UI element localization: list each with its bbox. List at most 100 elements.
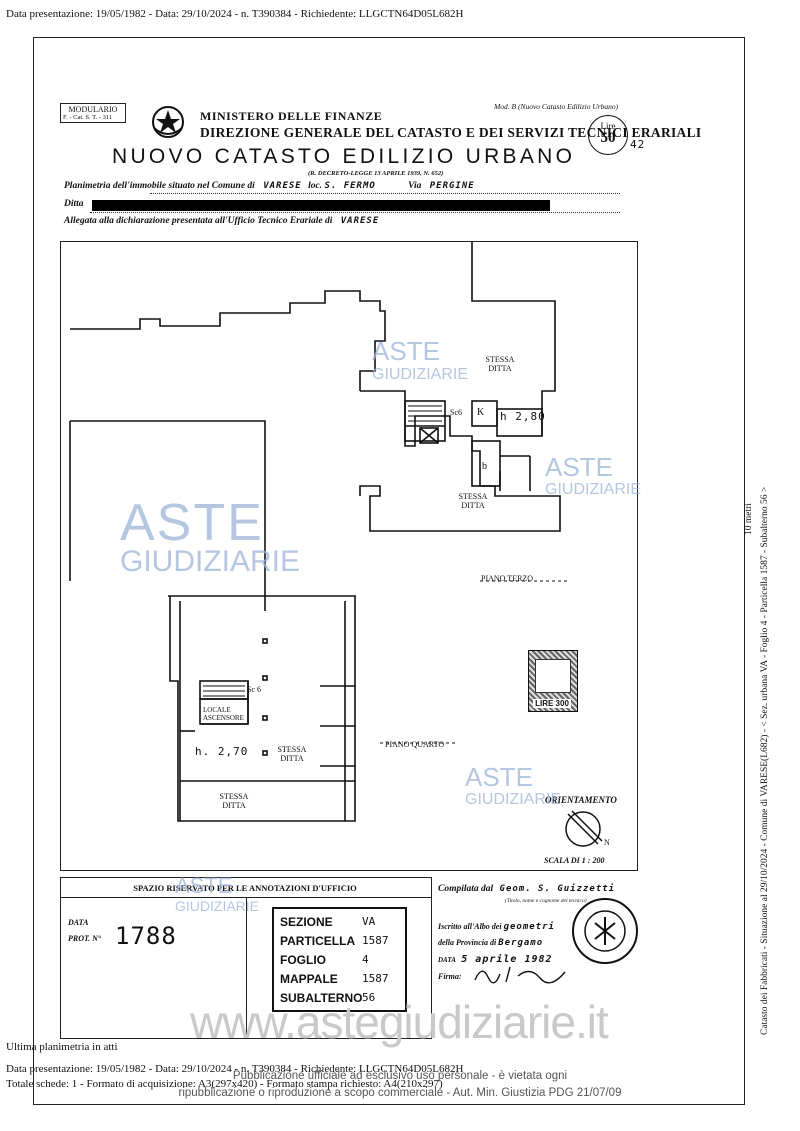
label-sc-6-lower: Sc 6 bbox=[247, 685, 261, 694]
footer-notice-2: ripubblicazione o riproduzione a scopo c… bbox=[178, 1087, 622, 1099]
document-sheet bbox=[33, 37, 745, 1105]
watermark-giudiziarie-3: GIUDIZIARIE bbox=[545, 481, 642, 498]
document-title: NUOVO CATASTO EDILIZIO URBANO bbox=[112, 145, 576, 168]
lire-300-stamp: LIRE 300 bbox=[528, 650, 578, 712]
iscritto-label: Iscritto all'Albo dei bbox=[438, 922, 502, 931]
loc-label: loc. bbox=[308, 181, 323, 191]
stamp-row-value: 1587 bbox=[362, 972, 389, 985]
stamp-row-value: 1587 bbox=[362, 934, 389, 947]
via-label: Via bbox=[408, 181, 422, 191]
allegata-line: Allegata alla dichiarazione presentata a… bbox=[64, 216, 379, 226]
stamp-row-value: 4 bbox=[362, 953, 369, 966]
floor-plan-drawing bbox=[69, 241, 603, 847]
stamp-row: SEZIONE VA bbox=[280, 912, 399, 931]
date-value: 5 aprile 1982 bbox=[461, 954, 553, 965]
orientamento-label: ORIENTAMENTO bbox=[545, 795, 617, 805]
side-cadastral-info: Catasto dei Fabbricati - Situazione al 2… bbox=[760, 486, 770, 1035]
provincia-line: della Provincia di Bergamo bbox=[438, 938, 543, 948]
label-height-280: h 2,80 bbox=[500, 410, 546, 423]
floor-plan-frame bbox=[60, 241, 638, 871]
footer-ultima: Ultima planimetria in atti bbox=[6, 1041, 118, 1053]
ditta-underline bbox=[90, 212, 620, 213]
direction-name: DIREZIONE GENERALE DEL CATASTO E DEI SER… bbox=[200, 125, 702, 140]
label-stessa-ditta-lower: STESSA DITTA bbox=[277, 745, 307, 763]
stamp-row-label: SEZIONE bbox=[280, 914, 333, 929]
iscritto-line: Iscritto all'Albo dei geometri bbox=[438, 922, 555, 932]
office-column-divider bbox=[246, 897, 247, 1037]
lire-300-label: LIRE 300 bbox=[533, 699, 571, 708]
scale-label: SCALA DI 1 : 200 bbox=[544, 856, 605, 865]
footer-line-1: Data presentazione: 19/05/1982 - Data: 2… bbox=[6, 1063, 464, 1075]
label-height-270: h. 2,70 bbox=[195, 745, 249, 758]
label-sc6-upper: Sc6 bbox=[450, 408, 462, 417]
redacted-owner-bar bbox=[92, 200, 550, 211]
stamp-row: FOGLIO 4 bbox=[280, 950, 399, 969]
office-title: SPAZIO RISERVATO PER LE ANNOTAZIONI D'UF… bbox=[133, 883, 357, 893]
watermark-aste-2: ASTE bbox=[372, 336, 440, 366]
office-annotations-box bbox=[60, 877, 432, 1039]
watermark-aste-3: ASTE bbox=[545, 452, 613, 482]
north-label: N bbox=[604, 838, 610, 847]
label-stessa-ditta-upper: STESSA DITTA bbox=[485, 355, 515, 373]
office-prot-value: 1788 bbox=[115, 922, 177, 950]
stamp-row-label: PARTICELLA bbox=[280, 933, 356, 948]
allegata-label: Allegata alla dichiarazione presentata a… bbox=[64, 216, 333, 226]
compilata-line: Compilata dal Geom. S. Guizzetti bbox=[438, 884, 615, 894]
planimetria-line: Planimetria dell'immobile situato nel Co… bbox=[64, 181, 475, 191]
header-info-line: Data presentazione: 19/05/1982 - Data: 2… bbox=[6, 8, 464, 20]
stamp-row-label: SUBALTERNO bbox=[280, 990, 362, 1005]
stamp-row-value: VA bbox=[362, 915, 376, 928]
office-prot-label: PROT. N° bbox=[68, 934, 102, 943]
side-scale-note: 10 metri bbox=[744, 503, 754, 535]
stamp-row: PARTICELLA 1587 bbox=[280, 931, 399, 950]
planimetria-label: Planimetria dell'immobile situato nel Co… bbox=[64, 181, 255, 191]
compilata-label: Compilata dal bbox=[438, 884, 494, 894]
portrait-icon bbox=[535, 659, 571, 693]
site-watermark: www.astegiudiziarie.it bbox=[190, 996, 609, 1048]
label-stessa-ditta-middle: STESSA DITTA bbox=[458, 492, 488, 510]
provincia-value: Bergamo bbox=[498, 938, 544, 948]
via-value: PERGINE bbox=[429, 181, 475, 191]
footer-notice-1: Pubblicazione ufficiale ad esclusivo uso… bbox=[232, 1070, 568, 1082]
lire-stamp-circle: Lire 50 bbox=[588, 115, 628, 155]
comune-value: VARESE bbox=[263, 181, 302, 191]
label-b: b bbox=[482, 461, 487, 472]
geometra-seal-icon bbox=[572, 898, 638, 964]
planimetria-underline bbox=[150, 193, 620, 194]
stamp-row-value: 56 bbox=[362, 991, 376, 1004]
stamp-row: MAPPALE 1587 bbox=[280, 969, 399, 988]
stamp-row-label: MAPPALE bbox=[280, 971, 338, 986]
signature-icon bbox=[474, 966, 566, 984]
label-k: K bbox=[477, 407, 485, 418]
label-piano-quarto: PIANO QUARTO bbox=[385, 740, 445, 749]
watermark-giudiziarie-5: GIUDIZIARIE bbox=[175, 898, 260, 914]
loc-value: S. FERMO bbox=[324, 181, 376, 191]
stamp-row-label: FOGLIO bbox=[280, 952, 326, 967]
date-label: DATA bbox=[438, 956, 456, 964]
footer-line-2: Totale schede: 1 - Formato di acquisizio… bbox=[6, 1078, 443, 1090]
ditta-label: Ditta bbox=[64, 199, 84, 209]
modulario-line-2: F. - Cat. S. T. - 311 bbox=[63, 114, 113, 121]
republic-emblem-icon bbox=[148, 104, 188, 140]
decree-reference: (R. DECRETO-LEGGE 13 APRILE 1939, N. 652… bbox=[308, 170, 444, 177]
allegata-value: VARESE bbox=[340, 216, 380, 226]
watermark-giudiziarie-4: GIUDIZIARIE bbox=[465, 791, 562, 808]
office-data-label: DATA bbox=[68, 918, 89, 927]
label-locale-ascensore: LOCALE ASCENSORE bbox=[203, 706, 244, 722]
lire-handwritten: 42 bbox=[630, 138, 646, 151]
lire-value: 50 bbox=[600, 130, 616, 146]
watermark-aste-large: ASTE bbox=[120, 494, 264, 552]
modulario-line-1: MODULARIO bbox=[68, 105, 118, 114]
watermark-giudiziarie-2: GIUDIZIARIE bbox=[372, 366, 469, 383]
provincia-label: della Provincia di bbox=[438, 938, 497, 947]
watermark-aste-4: ASTE bbox=[465, 762, 533, 792]
date-line: DATA 5 aprile 1982 bbox=[438, 954, 553, 965]
iscritto-value: geometri bbox=[503, 922, 555, 932]
label-piano-terzo: PIANO TERZO bbox=[481, 574, 534, 583]
mod-reference: Mod. B (Nuovo Catasto Edilizio Urbano) bbox=[494, 102, 619, 111]
modulario-box: MODULARIO F. - Cat. S. T. - 311 bbox=[60, 103, 126, 123]
compilata-value: Geom. S. Guizzetti bbox=[499, 884, 616, 894]
